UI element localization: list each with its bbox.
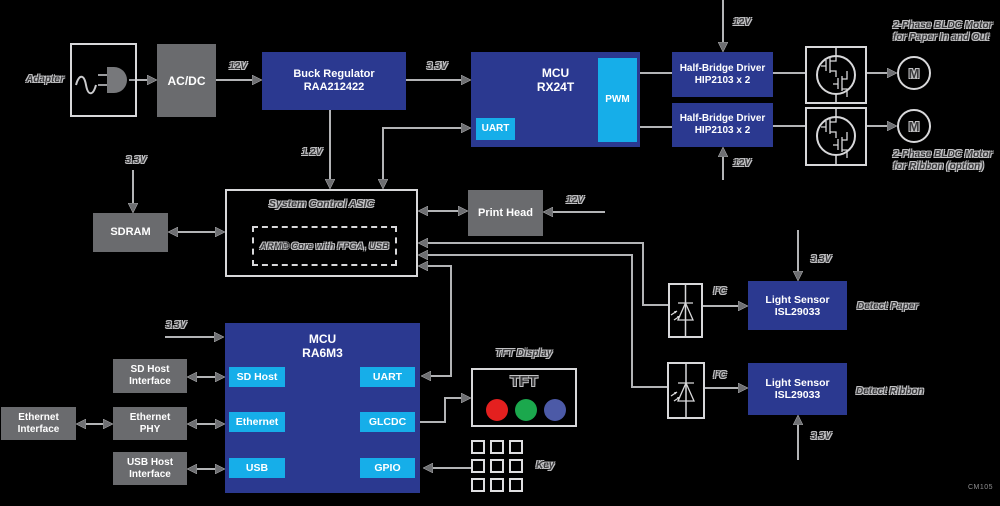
system-control-asic: System Control ASIC ARM® Core with FPGA,… — [225, 189, 418, 277]
key-label: Key — [536, 460, 555, 471]
ethernet-interface: Ethernet Interface — [1, 407, 76, 440]
detect-ribbon-label: Detect Ribbon — [856, 386, 924, 397]
adapter-label: Adapter — [26, 74, 64, 85]
label-12v-hb-bottom: 12V — [733, 158, 751, 169]
label-33v-sdram: 3.3V — [125, 155, 147, 166]
adapter-box — [70, 43, 137, 117]
wire-asic-rx24t-uart — [383, 128, 469, 187]
connector-wires — [78, 0, 895, 469]
light-sensor-ribbon: Light Sensor ISL29033 — [748, 363, 847, 415]
wire-pd1-asic — [420, 243, 668, 306]
key-cell — [471, 440, 485, 454]
asic-title: System Control ASIC — [268, 198, 375, 210]
label-12v-hb-top: 12V — [733, 17, 751, 28]
motor-paper: M — [897, 56, 931, 90]
rx24t-uart-block: UART — [476, 118, 515, 140]
key-pad — [471, 440, 523, 492]
key-cell — [471, 459, 485, 473]
label-i2c-2: I²C — [713, 370, 727, 381]
print-head: Print Head — [468, 190, 543, 236]
tft-red-dot — [486, 399, 508, 421]
acdc-converter: AC/DC — [157, 44, 216, 117]
ra6m3-sd-host-block: SD Host — [229, 367, 285, 387]
key-cell — [509, 440, 523, 454]
sdram: SDRAM — [93, 213, 168, 252]
motor-ribbon: M — [897, 109, 931, 143]
label-33v-ls1: 3.3V — [810, 254, 832, 265]
tft-label: TFT — [510, 373, 538, 390]
light-sensor-paper: Light Sensor ISL29033 — [748, 281, 847, 330]
buck-regulator: Buck Regulator RAA212422 — [262, 52, 406, 110]
key-cell — [509, 478, 523, 492]
mcu-ra6m3-title: MCU RA6M3 — [302, 332, 343, 360]
label-12v-acdc: 12V — [229, 61, 247, 72]
motor2-caption: 2-Phase BLDC Motor for Ribbon (option) — [893, 149, 993, 172]
wire-pd2-asic — [420, 255, 667, 388]
half-bridge-driver-1: Half-Bridge Driver HIP2103 x 2 — [672, 52, 773, 97]
key-cell — [471, 478, 485, 492]
mcu-ra6m3: MCU RA6M3 SD Host Ethernet USB UART GLCD… — [225, 323, 420, 493]
key-cell — [490, 440, 504, 454]
rx24t-pwm-block: PWM — [598, 58, 637, 142]
half-bridge-driver-2: Half-Bridge Driver HIP2103 x 2 — [672, 103, 773, 147]
label-12v-asic: 1.2V — [301, 147, 323, 158]
tft-display: TFT — [471, 368, 577, 427]
key-cell — [490, 478, 504, 492]
mcu-rx24t: MCU RX24T PWM UART — [471, 52, 640, 147]
key-cell — [509, 459, 523, 473]
label-i2c-1: I²C — [713, 286, 727, 297]
ra6m3-ethernet-block: Ethernet — [229, 412, 285, 432]
asic-core-block: ARM® Core with FPGA, USB — [252, 226, 397, 266]
usb-host-interface: USB Host Interface — [113, 452, 187, 485]
mosfet-bridge-2-icon — [805, 107, 867, 166]
label-33v-rx24t: 3.3V — [426, 61, 448, 72]
tft-blue-dot — [544, 399, 566, 421]
ra6m3-uart-block: UART — [360, 367, 415, 387]
tft-green-dot — [515, 399, 537, 421]
sd-host-interface: SD Host Interface — [113, 359, 187, 393]
mcu-rx24t-title: MCU RX24T — [536, 66, 575, 94]
label-33v-ls2: 3.3V — [810, 431, 832, 442]
ethernet-phy: Ethernet PHY — [113, 407, 187, 440]
ra6m3-glcdc-block: GLCDC — [360, 412, 415, 432]
label-33v-ra6m3: 3.3V — [165, 320, 187, 331]
photodiode-paper-icon — [668, 283, 703, 338]
key-cell — [490, 459, 504, 473]
watermark: CM105 — [968, 484, 994, 491]
photodiode-ribbon-icon — [667, 362, 705, 419]
tft-display-caption: TFT Display — [495, 348, 553, 359]
motor1-caption: 2-Phase BLDC Motor for Paper In and Out — [893, 20, 993, 43]
wire-asic-ra6m3-uart — [420, 266, 452, 376]
ra6m3-usb-block: USB — [229, 458, 285, 478]
mosfet-bridge-1-icon — [805, 46, 867, 104]
ra6m3-gpio-block: GPIO — [360, 458, 415, 478]
detect-paper-label: Detect Paper — [857, 301, 919, 312]
wire-glcdc-tft — [420, 398, 469, 423]
label-12v-printhead: 12V — [566, 195, 584, 206]
